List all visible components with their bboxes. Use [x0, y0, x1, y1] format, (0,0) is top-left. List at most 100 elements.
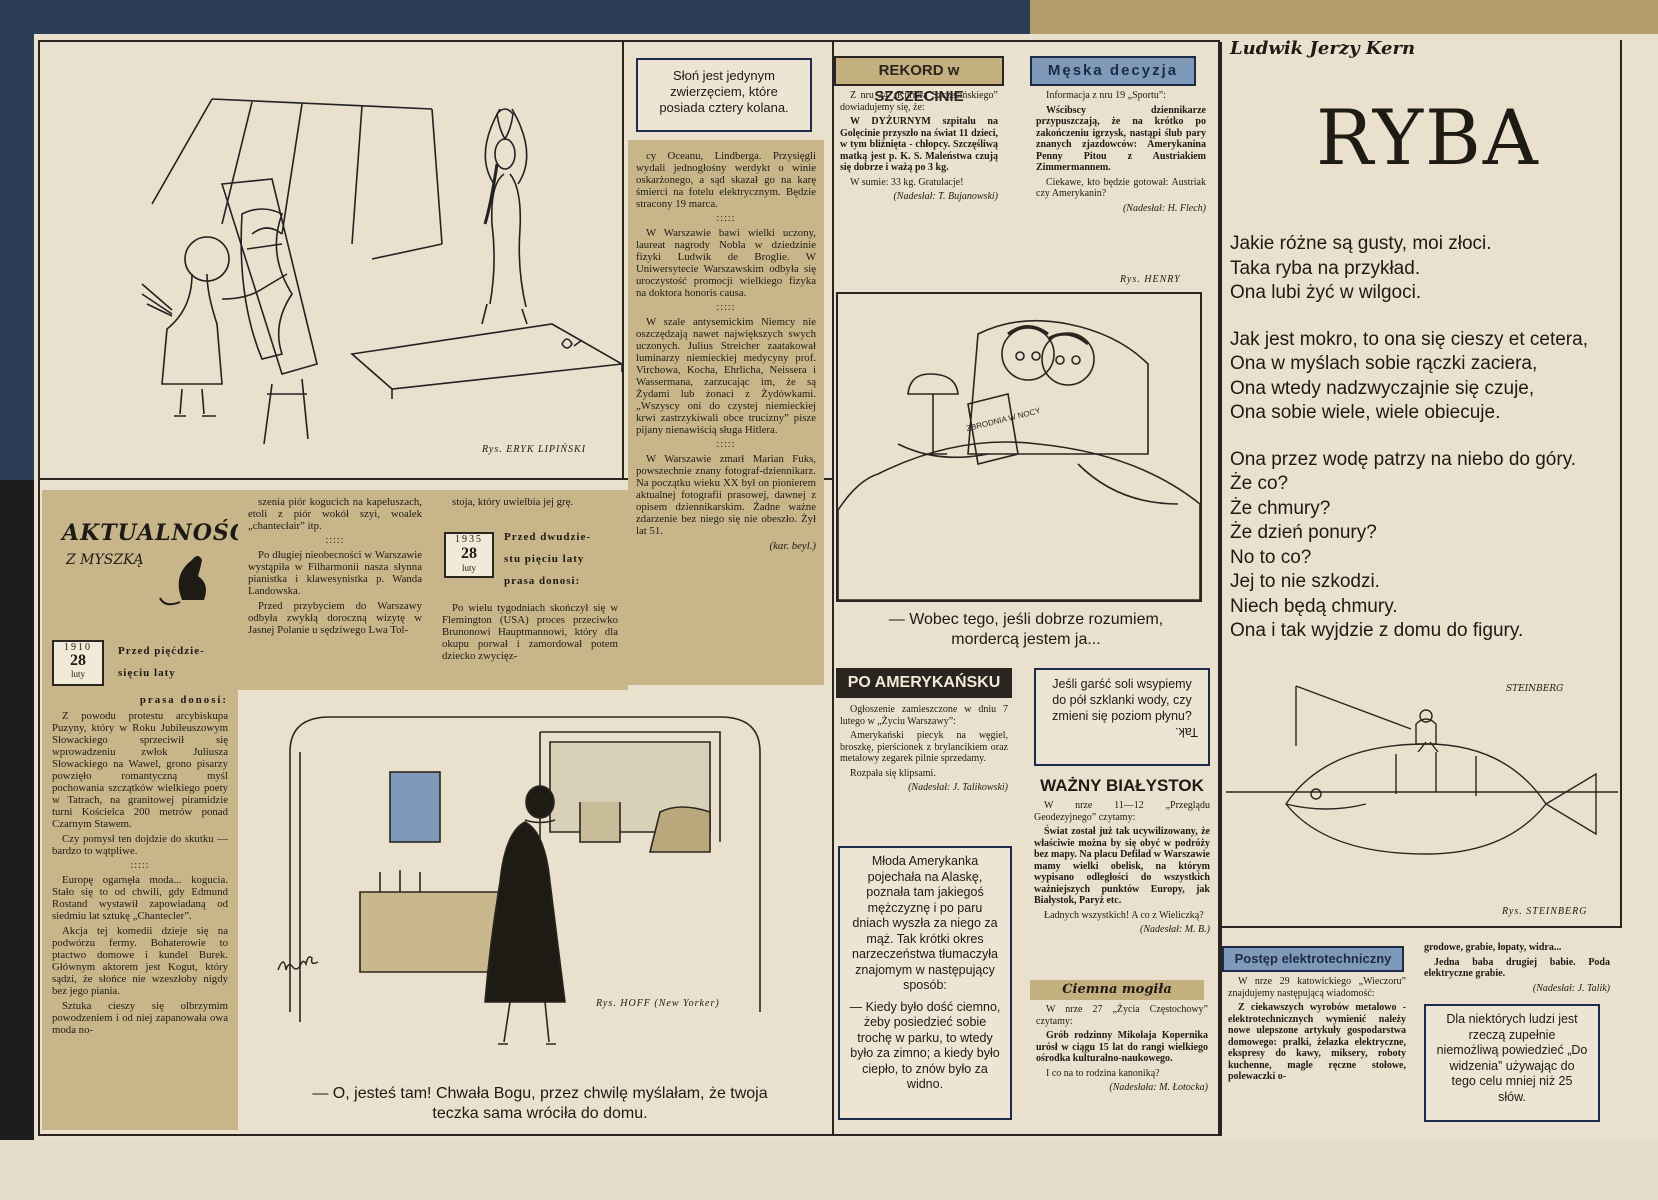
rule	[40, 478, 832, 480]
col3-paragraph-1: stoja, który uwielbia jej grę.	[452, 496, 574, 508]
page-frame	[38, 40, 1220, 1136]
news-column-4: cy Oceanu, Lindberga. Przysięgli wydali …	[628, 140, 824, 685]
rule	[1620, 40, 1622, 926]
wazny-body: W nrze 11—12 „Przeglądu Geodezyjnego” cz…	[1030, 796, 1214, 940]
rule	[1222, 926, 1622, 928]
ciemna-signature: (Nadesłała: M. Łotocka)	[1109, 1082, 1208, 1093]
henry-cartoon-frame: ZBRODNIA W NOCY	[836, 292, 1202, 602]
wazny-text: Świat został już tak ucywilizowany, że w…	[1034, 826, 1210, 906]
col1-paragraph-2: Czy pomysł ten dojdzie do skutku — bardz…	[52, 833, 228, 857]
dla-text: Dla niektórych ludzi jest rzeczą zupełni…	[1436, 1012, 1588, 1104]
hoff-drawing	[240, 692, 820, 1072]
henry-drawing: ZBRODNIA W NOCY	[838, 319, 1200, 600]
postep-text-2: Jedna baba drugiej babie. Poda elektrycz…	[1424, 956, 1610, 980]
po-amerykansku-section: PO AMERYKAŃSKU Ogłoszenie zamieszczone w…	[836, 668, 1012, 838]
heading-line: prasa donosi:	[504, 575, 581, 587]
date-year: 1910	[64, 642, 92, 653]
col2-paragraph-2: Po długiej nieobecności w Warszawie wyst…	[248, 549, 422, 597]
poem-line: Ona przez wodę patrzy na niebo do góry.	[1230, 448, 1577, 470]
po-amerykansku-title: PO AMERYKAŃSKU	[836, 668, 1012, 698]
separator: :::::	[325, 535, 345, 546]
painter-drawing	[141, 98, 622, 445]
painter-cartoon: Rys. ERYK LIPIŃSKI	[42, 44, 622, 470]
elephant-fact-text: Słoń jest jedynym zwierzęciem, które pos…	[659, 68, 789, 115]
poem-line: Ona i tak wyjdzie z domu do figury.	[1230, 620, 1524, 641]
background-bottom-paper	[0, 1140, 1658, 1200]
date-year: 1935	[455, 534, 483, 545]
salt-question-box: Jeśli garść soli wsypiemy do pół szklank…	[1034, 668, 1210, 766]
alaska-quote: — Kiedy było dość ciemno, żeby posiedzie…	[849, 999, 1001, 1092]
alaska-box: Młoda Amerykanka pojechała na Alaskę, po…	[838, 846, 1012, 1120]
heading-line: Przed pięćdzie-	[118, 645, 205, 657]
wazny-title: WAŻNY BIAŁYSTOK	[1040, 776, 1204, 795]
poem-author: Ludwik Jerzy Kern	[1230, 38, 1416, 59]
aktualnosci-header-block: AKTUALNOŚCI Z MYSZKĄ 1910 28 luty Przed …	[42, 490, 259, 690]
meska-text: Wścibscy dziennikarze przypuszczają, że …	[1036, 104, 1206, 174]
heading-line: stu pięciu laty	[504, 553, 585, 565]
poem-line: No to co?	[1230, 546, 1312, 568]
wazny-intro: W nrze 11—12 „Przeglądu Geodezyjnego” cz…	[1034, 800, 1210, 823]
rekord-section: REKORD w SZCZECINIE Z nru 34 „Kuriera Sz…	[834, 56, 1004, 246]
date-month: luty	[461, 563, 476, 573]
lipinski-credit: Rys. ERYK LIPIŃSKI	[482, 444, 587, 455]
aktualnosci-title: AKTUALNOŚCI	[62, 520, 260, 546]
po-amerykansku-text-2: Rozpała się klipsami.	[850, 767, 936, 779]
col4-signature: (kar. beyl.)	[769, 540, 816, 552]
hoff-credit: Rys. HOFF (New Yorker)	[596, 998, 720, 1009]
meska-section: Męska decyzja Informacja z nru 19 „Sport…	[1030, 56, 1212, 246]
postep-intro: W nrze 29 katowickiego „Wieczoru” znajdu…	[1228, 976, 1406, 999]
dla-box: Dla niektórych ludzi jest rzeczą zupełni…	[1424, 1004, 1600, 1122]
rekord-text-2: W sumie: 33 kg. Gratulacje!	[850, 176, 964, 188]
steinberg-signature: STEINBERG	[1506, 684, 1564, 694]
date-day: 28	[70, 652, 86, 669]
col2-paragraph-3: Przed przybyciem do Warszawy odbyła zwyk…	[248, 600, 422, 636]
postep-title: Postęp elektrotechniczny	[1222, 946, 1404, 972]
henry-book-title: ZBRODNIA W NOCY	[965, 406, 1042, 433]
po-amerykansku-body: Ogłoszenie zamieszczone w dniu 7 lutego …	[836, 698, 1012, 800]
ciemna-text-2: I co na to rodzina kanoniką?	[1046, 1067, 1160, 1079]
heading-line: sięciu laty	[118, 667, 176, 679]
date-day: 28	[461, 545, 477, 562]
col4-paragraph-1: cy Oceanu, Lindberga. Przysięgli wydali …	[636, 150, 816, 210]
ciemna-section: Ciemna mogiła W nrze 27 „Życia Częstocho…	[1030, 980, 1214, 1130]
meska-body: Informacja z nru 19 „Sportu”: Wścibscy d…	[1030, 86, 1212, 218]
col1-paragraph-1: Z powodu protestu arcybiskupa Puzyny, kt…	[52, 710, 228, 830]
separator: :::::	[716, 302, 736, 313]
wazny-section: WAŻNY BIAŁYSTOK W nrze 11—12 „Przeglądu …	[1030, 776, 1214, 976]
poem-body: Jakie różne są gusty, moi złoci. Taka ry…	[1230, 232, 1658, 644]
background-tan-strip	[1030, 0, 1658, 34]
date-box-1935: 1935 28 luty	[444, 532, 494, 578]
stanza-break	[1230, 306, 1658, 328]
mouse-icon	[159, 556, 206, 606]
heading-line: Przed dwudzie-	[504, 531, 592, 543]
poem-line: Taka ryba na przykład.	[1230, 257, 1421, 279]
rekord-intro: Z nru 34 „Kuriera Szczecińskiego” dowiad…	[840, 90, 998, 113]
postep-text-cont: grodowe, grabie, łopaty, widra...	[1424, 942, 1562, 953]
stanza-break	[1230, 426, 1658, 448]
date-month: luty	[70, 669, 85, 679]
steinberg-cartoon: STEINBERG Rys. STEINBERG	[1226, 684, 1626, 924]
poem-line: Ona sobie wiele, wiele obiecuje.	[1230, 402, 1501, 423]
col1-paragraph-5: Sztuka cieszy się olbrzymim powodzeniem …	[52, 1000, 228, 1036]
col1-paragraph-3: Europę ogarnęła moda... kogucia. Stało s…	[52, 874, 228, 922]
rekord-title: REKORD w SZCZECINIE	[834, 56, 1004, 105]
postep-text: Z ciekawszych wyrobów metalowo - elektro…	[1228, 1002, 1406, 1082]
postep-body: W nrze 29 katowickiego „Wieczoru” znajdu…	[1222, 972, 1412, 1090]
col1-paragraph-4: Akcja tej komedii dzieje się na podwórzu…	[52, 925, 228, 997]
wazny-text-2: Ładnych wszystkich! A co z Wieliczką?	[1044, 909, 1204, 921]
salt-question: Jeśli garść soli wsypiemy do pół szklank…	[1052, 677, 1192, 723]
date-box-1910: 1910 28 luty	[52, 640, 104, 686]
alaska-story: Młoda Amerykanka pojechała na Alaskę, po…	[852, 854, 998, 992]
rule	[832, 42, 834, 1136]
henry-credit: Rys. HENRY	[1120, 274, 1181, 285]
date1-heading: Przed pięćdzie- sięciu laty	[118, 640, 230, 684]
po-amerykansku-intro: Ogłoszenie zamieszczone w dniu 7 lutego …	[840, 704, 1008, 727]
news-column-3: stoja, który uwielbia jej grę. 1935 28 l…	[432, 490, 628, 690]
poem-line: Że dzień ponury?	[1230, 522, 1377, 543]
steinberg-credit: Rys. STEINBERG	[1502, 906, 1588, 917]
poem-line: Niech będą chmury.	[1230, 595, 1398, 617]
wazny-signature: (Nadesłał: M. B.)	[1140, 924, 1210, 935]
col3-paragraph-2: Po wielu tygodniach skończył się w Flemi…	[442, 602, 618, 662]
meska-intro: Informacja z nru 19 „Sportu”:	[1046, 90, 1166, 101]
hoff-caption: — O, jesteś tam! Chwała Bogu, przez chwi…	[312, 1085, 768, 1122]
